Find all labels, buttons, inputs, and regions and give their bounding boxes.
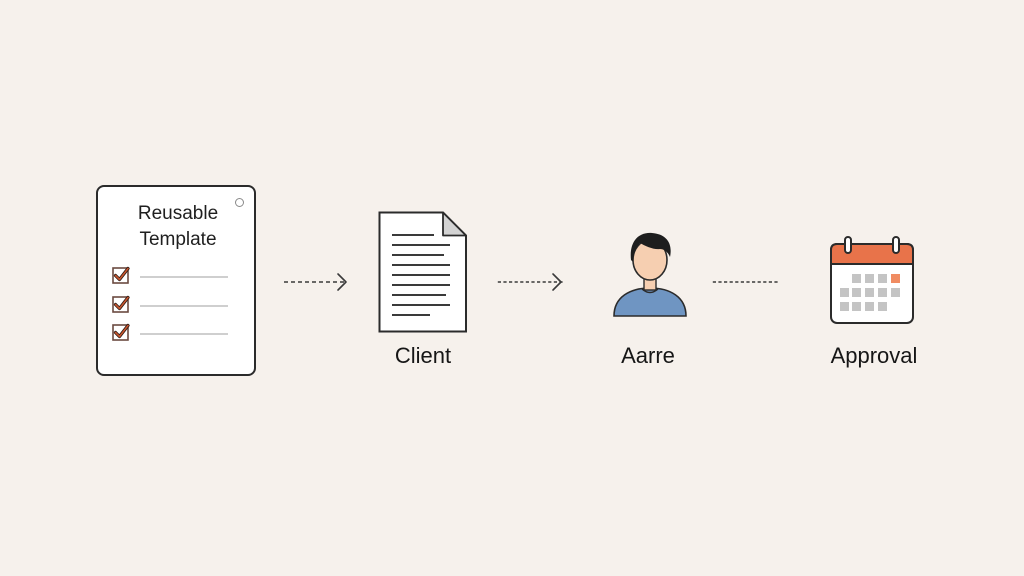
step-label-person: Aarre (621, 343, 675, 368)
step-label-approval: Approval (830, 343, 918, 368)
reusable-template-card: Reusable Template (96, 185, 256, 376)
checklist-line (140, 305, 228, 307)
checkbox-checked-icon (112, 266, 130, 284)
checklist-line (140, 276, 228, 278)
checkbox-checked-icon (112, 295, 130, 313)
pin-icon (235, 198, 244, 207)
dashed-arrow-icon (497, 273, 563, 291)
checklist-item (112, 266, 232, 286)
checkbox-checked-icon (112, 323, 130, 341)
calendar-icon (830, 236, 914, 324)
dashed-arrow-icon (712, 281, 778, 283)
checklist-line (140, 333, 228, 335)
step-label-client: Client (394, 343, 452, 368)
template-title: Reusable Template (137, 203, 219, 250)
dashed-arrow-icon (284, 273, 347, 291)
document-icon (378, 211, 467, 333)
person-icon (613, 232, 687, 317)
checklist-item (112, 323, 232, 343)
checklist-item (112, 295, 232, 315)
